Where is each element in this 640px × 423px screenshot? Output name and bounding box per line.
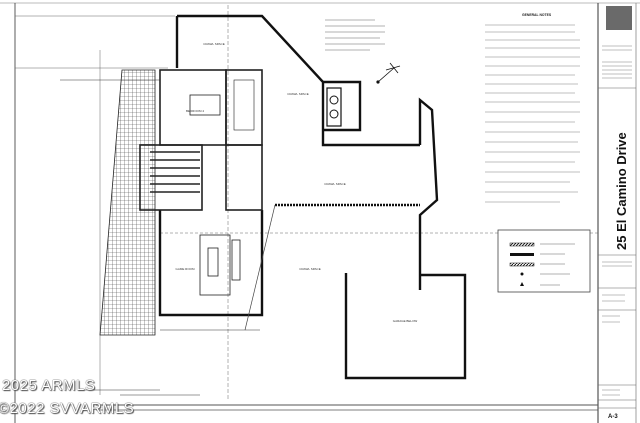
exterior-walls xyxy=(158,14,467,380)
watermark-line-1: 2025 ARMLS xyxy=(2,377,96,394)
room-label-crawl-space-mid: CRAWL SPACE xyxy=(287,92,308,96)
wall-legend xyxy=(497,229,591,293)
room-label-crawl-space-lower: CRAWL SPACE xyxy=(299,267,320,271)
north-arrow-icon xyxy=(376,62,401,84)
fireplace xyxy=(326,87,342,127)
title-block: 25 El Camino Drive A-3 xyxy=(598,6,636,420)
watermark-line-2: ©2022 SVVARMLS xyxy=(0,400,135,417)
room-label-bedroom: BEDROOM 4 xyxy=(186,109,204,113)
general-notes-title: GENERAL NOTES xyxy=(522,13,552,17)
general-notes-text xyxy=(485,24,580,203)
dimension-lines xyxy=(60,79,260,396)
interior-walls xyxy=(139,69,263,296)
project-name: 25 El Camino Drive xyxy=(614,132,629,250)
deck-hatched-area xyxy=(99,69,156,336)
company-logo xyxy=(606,6,632,30)
upper-notes-block xyxy=(325,19,385,51)
room-label-garage: GARAGE BELOW xyxy=(393,319,418,323)
room-label-game-room: GAME ROOM xyxy=(175,267,195,271)
leader-line xyxy=(244,204,276,331)
room-label-crawl-space-center: CRAWL SPACE xyxy=(324,182,345,186)
sheet-number: A-3 xyxy=(608,414,618,420)
room-label-crawl-space-top: CRAWL SPACE xyxy=(203,42,224,46)
